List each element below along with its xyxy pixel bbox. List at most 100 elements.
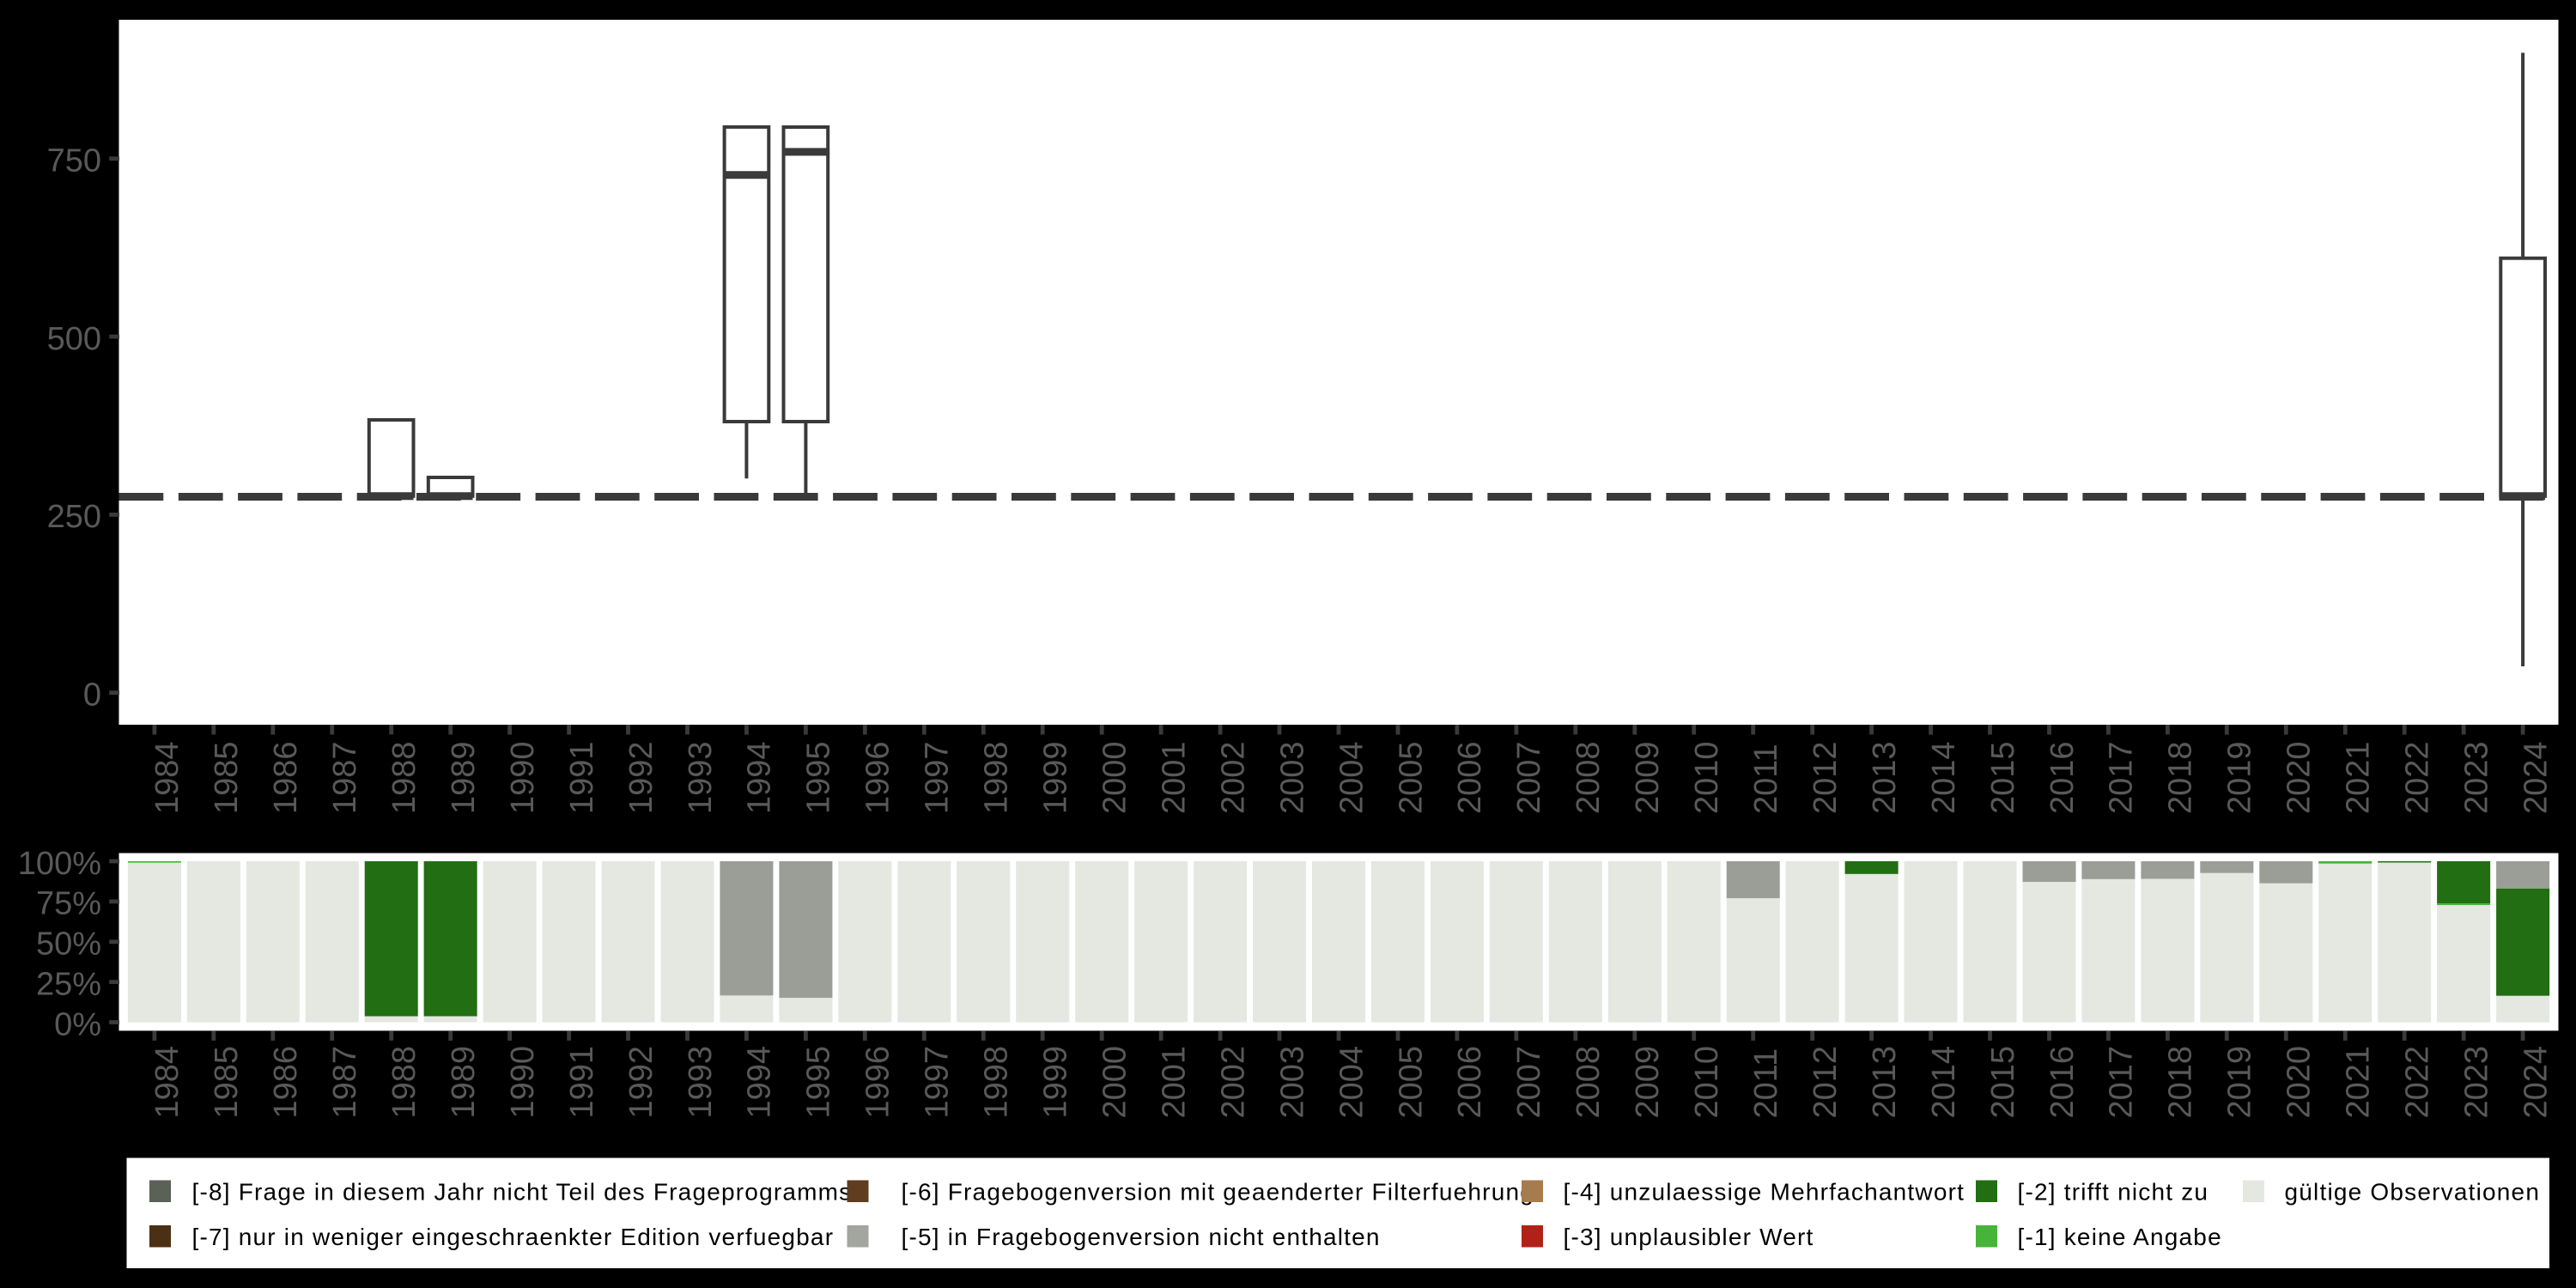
svg-text:2006: 2006 [1452, 741, 1488, 814]
svg-text:2015: 2015 [1985, 741, 2021, 814]
svg-text:2023: 2023 [2459, 1046, 2495, 1119]
svg-text:1985: 1985 [209, 1046, 245, 1119]
svg-text:[-8] Frage in diesem Jahr nich: [-8] Frage in diesem Jahr nicht Teil des… [192, 1179, 853, 1206]
svg-text:2008: 2008 [1571, 741, 1607, 814]
svg-text:2010: 2010 [1689, 1046, 1725, 1119]
svg-text:1989: 1989 [446, 741, 482, 814]
svg-text:2023: 2023 [2459, 741, 2495, 814]
svg-text:2019: 2019 [2222, 741, 2258, 814]
svg-text:2001: 2001 [1156, 1046, 1192, 1119]
svg-text:2013: 2013 [1867, 1046, 1903, 1119]
svg-text:1984: 1984 [149, 1046, 185, 1119]
svg-text:2010: 2010 [1689, 741, 1725, 814]
svg-text:1991: 1991 [564, 741, 600, 814]
svg-text:1994: 1994 [742, 1046, 778, 1119]
svg-text:1987: 1987 [327, 1046, 363, 1119]
svg-text:2007: 2007 [1511, 1046, 1547, 1119]
svg-text:2022: 2022 [2400, 1046, 2436, 1119]
svg-text:2017: 2017 [2104, 741, 2140, 814]
svg-text:2002: 2002 [1215, 741, 1251, 814]
svg-text:1988: 1988 [386, 741, 422, 814]
svg-text:2018: 2018 [2163, 741, 2199, 814]
svg-text:1991: 1991 [564, 1046, 600, 1119]
svg-text:2014: 2014 [1926, 741, 1962, 814]
svg-text:2024: 2024 [2518, 1046, 2554, 1119]
svg-text:1986: 1986 [268, 741, 304, 814]
svg-text:2020: 2020 [2281, 741, 2318, 814]
svg-text:2004: 2004 [1334, 741, 1370, 814]
svg-text:1990: 1990 [505, 741, 541, 814]
svg-text:2012: 2012 [1807, 1046, 1844, 1119]
svg-text:2018: 2018 [2163, 1046, 2199, 1119]
svg-text:1989: 1989 [446, 1046, 482, 1119]
svg-text:0%: 0% [54, 1006, 101, 1042]
svg-text:1988: 1988 [386, 1046, 422, 1119]
svg-text:1998: 1998 [979, 1046, 1015, 1119]
svg-text:2011: 2011 [1748, 744, 1784, 814]
svg-text:1995: 1995 [801, 1046, 837, 1119]
svg-text:2002: 2002 [1215, 1046, 1251, 1119]
svg-text:1993: 1993 [683, 741, 719, 814]
svg-text:2004: 2004 [1334, 1046, 1370, 1119]
svg-text:1995: 1995 [801, 741, 837, 814]
svg-text:100%: 100% [18, 846, 101, 882]
svg-text:2016: 2016 [2044, 1046, 2081, 1119]
svg-text:1985: 1985 [209, 741, 245, 814]
svg-text:[-7] nur in weniger eingeschra: [-7] nur in weniger eingeschraenkter Edi… [192, 1224, 835, 1250]
svg-text:250: 250 [47, 499, 101, 535]
svg-text:2013: 2013 [1867, 741, 1903, 814]
svg-text:2024: 2024 [2518, 741, 2554, 814]
svg-text:2007: 2007 [1511, 741, 1547, 814]
svg-text:[-6] Fragebogenversion mit gea: [-6] Fragebogenversion mit geaenderter F… [902, 1179, 1535, 1206]
svg-text:1984: 1984 [149, 741, 185, 814]
svg-text:1999: 1999 [1038, 741, 1074, 814]
svg-text:[-2] trifft nicht zu: [-2] trifft nicht zu [2018, 1179, 2209, 1206]
svg-text:[-3] unplausibler Wert: [-3] unplausibler Wert [1564, 1224, 1814, 1250]
svg-text:1997: 1997 [920, 1046, 956, 1119]
svg-text:75%: 75% [36, 886, 101, 922]
svg-text:1996: 1996 [860, 741, 896, 814]
svg-text:1992: 1992 [623, 741, 659, 814]
svg-text:2009: 2009 [1630, 741, 1666, 814]
svg-text:2015: 2015 [1985, 1046, 2021, 1119]
svg-text:1994: 1994 [742, 741, 778, 814]
svg-text:2009: 2009 [1630, 1046, 1666, 1119]
svg-text:2022: 2022 [2400, 741, 2436, 814]
svg-text:1990: 1990 [505, 1046, 541, 1119]
svg-text:2014: 2014 [1926, 1046, 1962, 1119]
svg-text:gültige Observationen: gültige Observationen [2285, 1179, 2541, 1206]
svg-text:2000: 2000 [1097, 1046, 1133, 1119]
svg-text:500: 500 [47, 321, 101, 357]
svg-text:1999: 1999 [1038, 1046, 1074, 1119]
svg-text:2001: 2001 [1156, 741, 1192, 814]
svg-text:[-5] in Fragebogenversion nich: [-5] in Fragebogenversion nicht enthalte… [902, 1224, 1381, 1250]
svg-text:50%: 50% [36, 927, 101, 963]
svg-text:2011: 2011 [1748, 1048, 1784, 1119]
svg-text:2006: 2006 [1452, 1046, 1488, 1119]
svg-text:1996: 1996 [860, 1046, 896, 1119]
svg-text:2016: 2016 [2044, 741, 2081, 814]
svg-text:1998: 1998 [979, 741, 1015, 814]
svg-text:2021: 2021 [2341, 741, 2377, 814]
svg-text:1987: 1987 [327, 741, 363, 814]
svg-text:[-4] unzulaessige Mehrfachantw: [-4] unzulaessige Mehrfachantwort [1564, 1179, 1965, 1206]
svg-text:1986: 1986 [268, 1046, 304, 1119]
svg-text:0: 0 [83, 677, 101, 714]
svg-text:2021: 2021 [2341, 1046, 2377, 1119]
svg-text:2019: 2019 [2222, 1046, 2258, 1119]
svg-text:25%: 25% [36, 966, 101, 1002]
svg-text:1992: 1992 [623, 1046, 659, 1119]
svg-text:[-1] keine Angabe: [-1] keine Angabe [2018, 1224, 2222, 1250]
svg-text:750: 750 [47, 143, 101, 179]
svg-text:2003: 2003 [1274, 1046, 1310, 1119]
svg-text:1993: 1993 [683, 1046, 719, 1119]
svg-text:2012: 2012 [1807, 741, 1844, 814]
svg-text:2020: 2020 [2281, 1046, 2318, 1119]
svg-text:2017: 2017 [2104, 1046, 2140, 1119]
svg-text:2003: 2003 [1274, 741, 1310, 814]
svg-text:2008: 2008 [1571, 1046, 1607, 1119]
svg-text:2000: 2000 [1097, 741, 1133, 814]
svg-text:1997: 1997 [920, 741, 956, 814]
svg-text:2005: 2005 [1393, 741, 1429, 814]
svg-text:2005: 2005 [1393, 1046, 1429, 1119]
